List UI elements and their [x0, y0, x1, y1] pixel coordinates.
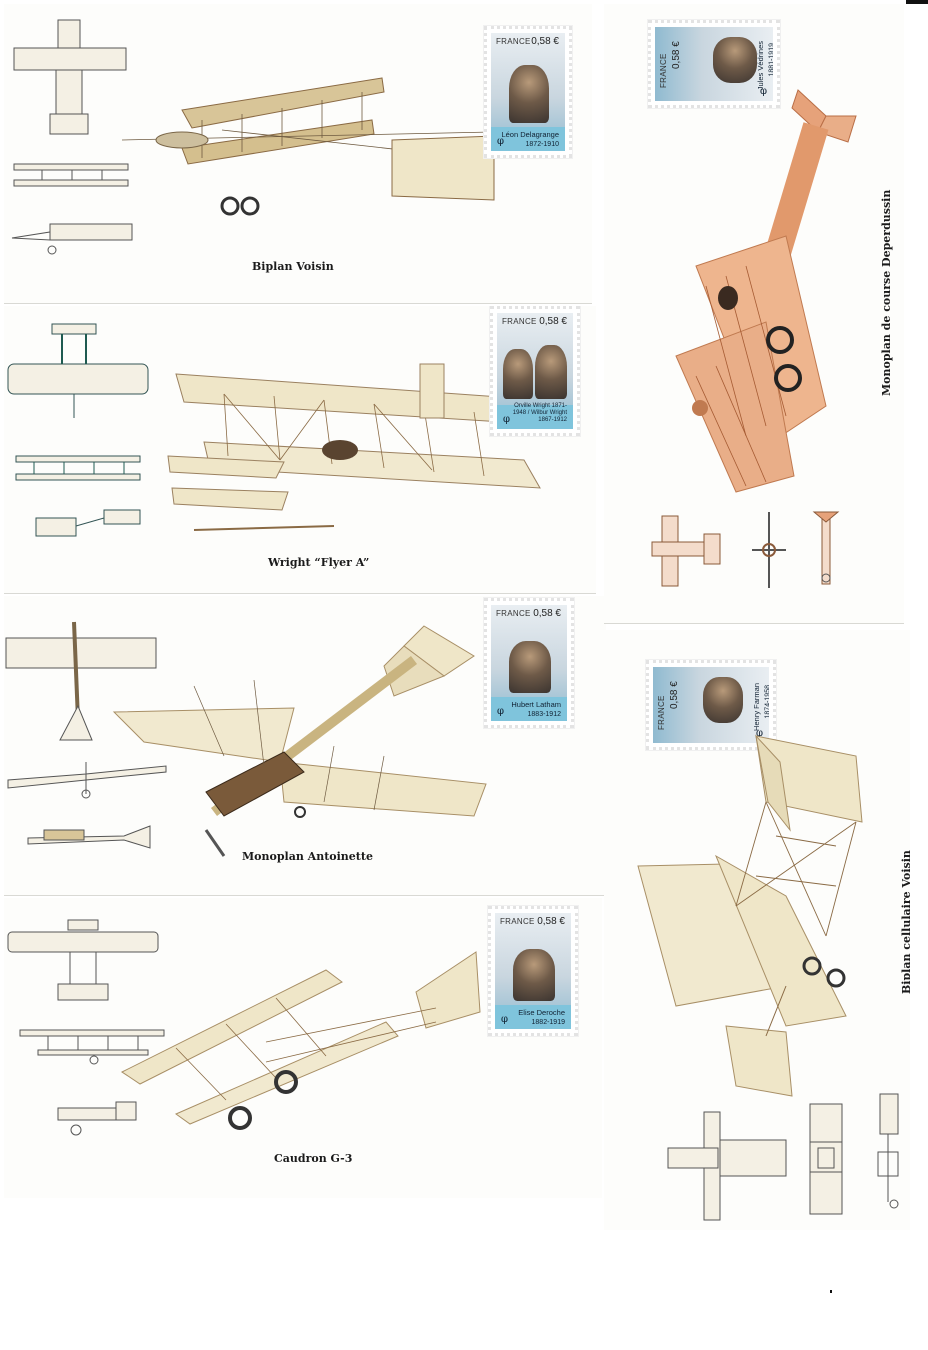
stamp-value: 0,58 €	[537, 916, 565, 927]
panel-biplan-voisin: FRANCE 0,58 € Léon Delagrange 1872-1910 …	[4, 4, 592, 304]
stamp-band	[491, 697, 567, 721]
portrait	[509, 641, 551, 693]
stamp-name: Elise Deroche	[518, 1008, 565, 1017]
stamp-henry-farman: FRANCE 0,58 € Henry Farman 1874-1958 φ	[646, 660, 776, 750]
blueprint-side-view	[812, 511, 840, 585]
aircraft-illustration	[121, 951, 481, 1130]
blueprint-top-view	[7, 323, 149, 418]
blueprint-front-view	[13, 163, 129, 187]
panel-divider	[604, 623, 904, 624]
stamp-hubert-latham: FRANCE 0,58 € Hubert Latham 1883-1912 φ	[484, 598, 574, 728]
aircraft-illustration	[167, 363, 541, 531]
aircraft-illustration	[675, 89, 857, 493]
stamp-wright-brothers: FRANCE 0,58 € Orville Wright 1871-1948 /…	[490, 306, 580, 436]
stamp-dates: 1874-1958	[764, 685, 769, 719]
stamp-name: Léon Delagrange	[501, 130, 559, 139]
stamp-country: FRANCE	[659, 53, 668, 88]
portrait	[703, 677, 743, 723]
phi-logo: φ	[759, 86, 767, 97]
stamp-jules-vedrines: FRANCE 0,58 € Jules Védrines 1881-1919 φ	[648, 20, 780, 108]
stamp-name: Henry Farman	[752, 683, 761, 731]
stamp-name: Orville Wright 1871-1948 / Wilbur Wright…	[512, 403, 567, 423]
phi-logo: φ	[501, 1014, 509, 1025]
stamp-country: FRANCE	[496, 609, 531, 618]
panel-caudron: FRANCE 0,58 € Elise Deroche 1882-1919 φ …	[4, 898, 602, 1198]
stamp-country: FRANCE	[496, 37, 531, 46]
stamp-country: FRANCE	[500, 917, 535, 926]
panel-deperdussin: FRANCE 0,58 € Jules Védrines 1881-1919 φ…	[604, 4, 904, 624]
caption-biplan-cellulaire: Biplan cellulaire Voisin	[900, 850, 910, 994]
stamp-value: 0,58 €	[669, 681, 680, 709]
phi-logo: φ	[755, 728, 763, 739]
stamp-value: 0,58 €	[533, 608, 561, 619]
panel-wright-flyer: FRANCE 0,58 € Orville Wright 1871-1948 /…	[4, 306, 596, 594]
stamp-dates: 1882-1919	[531, 1019, 565, 1026]
panel-divider	[4, 303, 592, 304]
phi-logo: φ	[497, 136, 505, 147]
scan-dot	[830, 1290, 832, 1293]
stamp-country: FRANCE	[657, 695, 666, 730]
phi-logo: φ	[497, 706, 505, 717]
caption-wright-flyer: Wright “Flyer A”	[268, 556, 370, 569]
blueprint-top-view	[667, 1111, 787, 1221]
stamp-leon-delagrange: FRANCE 0,58 € Léon Delagrange 1872-1910 …	[484, 26, 572, 158]
stamp-dates: 1872-1910	[525, 141, 559, 148]
scan-mark	[906, 0, 928, 4]
blueprint-side-view	[27, 825, 151, 849]
aircraft-illustration	[112, 625, 487, 857]
portrait	[713, 37, 757, 83]
blueprint-side-view	[877, 1093, 899, 1209]
blueprint-front-view	[19, 1029, 165, 1065]
phi-logo: φ	[503, 414, 511, 425]
portrait	[503, 349, 533, 399]
portrait	[513, 949, 555, 1001]
stamp-value: 0,58 €	[539, 316, 567, 327]
stamp-value: 0,58 €	[671, 41, 682, 69]
caption-monoplan-antoinette: Monoplan Antoinette	[242, 850, 373, 863]
stamp-band	[495, 1005, 571, 1029]
blueprint-top-view	[13, 19, 127, 135]
stamp-country: FRANCE	[502, 317, 537, 326]
stamp-elise-deroche: FRANCE 0,58 € Elise Deroche 1882-1919 φ	[488, 906, 578, 1036]
blueprint-front-view	[809, 1103, 843, 1215]
stamp-dates: 1883-1912	[527, 711, 561, 718]
portrait	[535, 345, 567, 399]
caption-deperdussin: Monoplan de course Deperdussin	[880, 189, 893, 396]
stamp-dates: 1881-1919	[768, 43, 773, 77]
stamp-band	[497, 405, 573, 429]
blueprint-top-view	[7, 919, 159, 1001]
blueprint-side-view	[11, 223, 133, 255]
aircraft-illustration	[637, 734, 863, 1097]
caption-caudron: Caudron G-3	[274, 1152, 353, 1165]
blueprint-top-view	[5, 621, 157, 741]
blueprint-side-view	[35, 509, 141, 537]
blueprint-top-view	[651, 515, 721, 587]
stamp-name: Hubert Latham	[511, 700, 561, 709]
portrait	[509, 65, 549, 123]
caption-biplan-voisin: Biplan Voisin	[252, 260, 334, 273]
panel-biplan-cellulaire: FRANCE 0,58 € Henry Farman 1874-1958 φ B…	[604, 630, 910, 1230]
stamp-band	[491, 127, 565, 151]
blueprint-front-view	[7, 762, 167, 799]
panel-monoplan-antoinette: FRANCE 0,58 € Hubert Latham 1883-1912 φ …	[4, 596, 606, 896]
aircraft-illustration	[121, 77, 495, 216]
panel-divider	[4, 895, 606, 896]
blueprint-front-view	[752, 512, 786, 588]
stamp-value: 0,58 €	[531, 36, 559, 47]
stamp-name: Jules Védrines	[756, 41, 765, 91]
blueprint-front-view	[15, 455, 141, 481]
panel-divider	[4, 593, 596, 594]
blueprint-side-view	[57, 1101, 137, 1136]
